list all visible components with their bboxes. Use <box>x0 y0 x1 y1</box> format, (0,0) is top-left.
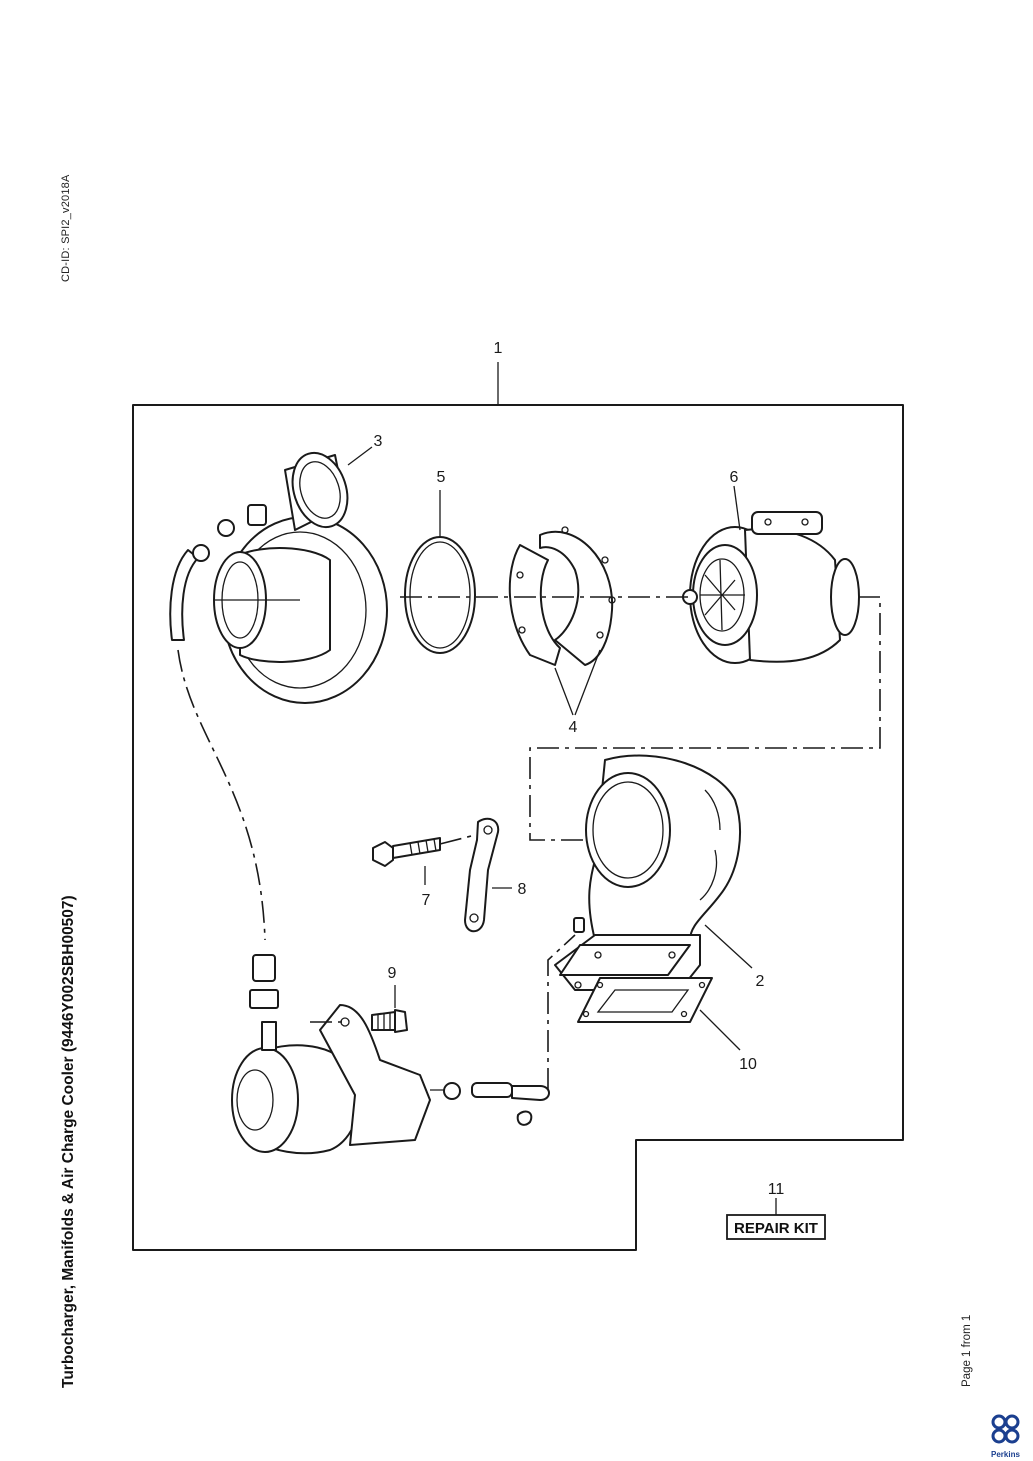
callout-8[interactable]: 8 <box>518 881 527 898</box>
leader-6 <box>733 485 741 531</box>
boost-hose[interactable] <box>169 549 199 641</box>
lock-plates[interactable] <box>508 526 616 666</box>
leader-2 <box>704 924 753 969</box>
callout-9[interactable]: 9 <box>388 965 397 982</box>
callout-6[interactable]: 6 <box>730 469 739 486</box>
bolt[interactable] <box>372 837 441 867</box>
perkins-logo-icon <box>991 1414 1020 1444</box>
leader-4a <box>554 667 574 716</box>
repair-kit-box[interactable] <box>726 1214 826 1240</box>
o-ring[interactable] <box>404 536 476 654</box>
repair-kit-label: REPAIR KIT <box>734 1220 818 1237</box>
callout-10[interactable]: 10 <box>739 1056 757 1073</box>
leader-4b <box>574 649 601 716</box>
actuator-bracket[interactable] <box>464 817 500 933</box>
actuator-rod[interactable] <box>443 1082 550 1126</box>
hose-clip <box>192 544 210 562</box>
callout-3[interactable]: 3 <box>374 433 383 450</box>
wastegate-actuator[interactable] <box>231 1004 460 1155</box>
callout-7[interactable]: 7 <box>422 892 431 909</box>
hose-adapter[interactable] <box>252 954 276 982</box>
callout-4[interactable]: 4 <box>569 719 578 736</box>
compressor-housing[interactable] <box>213 446 388 704</box>
turbine-gasket[interactable] <box>577 977 713 1023</box>
brand-name: Perkins <box>991 1450 1020 1459</box>
hose-clamp[interactable] <box>249 989 279 1009</box>
callout-11[interactable]: 11 <box>768 1181 785 1198</box>
turbine-housing[interactable] <box>554 754 741 991</box>
assembly-outline <box>132 404 904 1251</box>
cartridge-assembly[interactable] <box>682 511 860 664</box>
leader-10 <box>699 1009 741 1051</box>
callout-5[interactable]: 5 <box>437 469 446 486</box>
hose-routing-line <box>177 649 266 941</box>
callout-1[interactable]: 1 <box>494 340 503 357</box>
turbine-connection-line <box>529 596 881 841</box>
actuator-bolt[interactable] <box>371 1009 408 1033</box>
callout-2[interactable]: 2 <box>756 973 765 990</box>
rod-connection-line <box>547 934 576 1090</box>
leader-3 <box>347 446 373 466</box>
